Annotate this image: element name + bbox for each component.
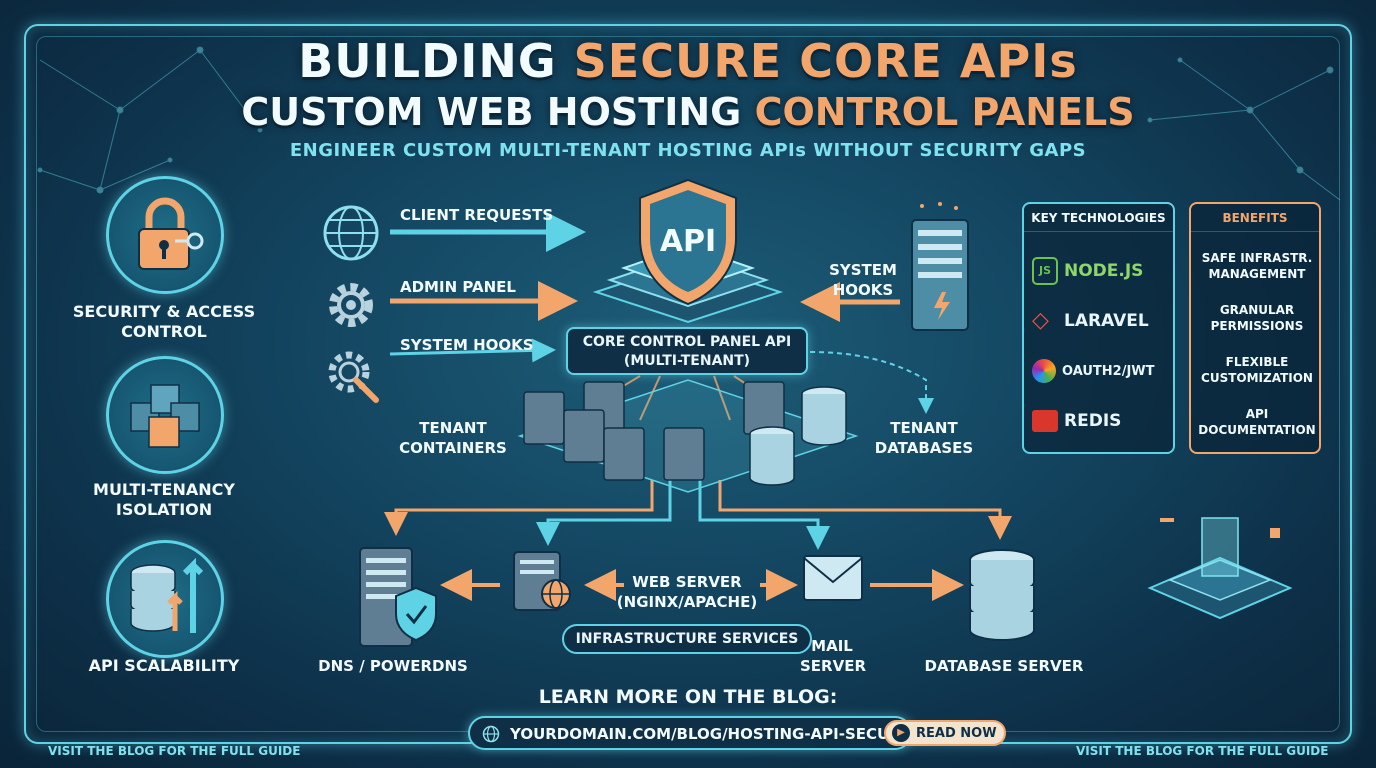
title-line-2-part-b: CONTROL PANELS [754,90,1135,134]
tech-laravel-label: LARAVEL [1064,311,1149,331]
title-line-1: BUILDING SECURE CORE APIs [0,34,1376,88]
tech-node-label: NODE.JS [1064,261,1144,281]
blog-url-bar[interactable]: YOURDOMAIN.COM/BLOG/HOSTING-API-SECURITY [468,716,927,750]
stacked-cubes-icon [130,384,200,448]
mail-icon [803,555,863,601]
nodejs-icon: JS [1032,257,1058,285]
core-api-label-line1: CORE CONTROL PANEL API [582,334,792,350]
gear-wrench-icon [328,351,379,403]
subtitle: ENGINEER CUSTOM MULTI-TENANT HOSTING API… [289,140,1087,161]
mail-server-label-line2: SERVER [800,657,867,675]
read-now-label: READ NOW [916,725,997,741]
web-server-label-line1: WEB SERVER [632,573,742,591]
key-technologies-title: KEY TECHNOLOGIES [1024,204,1173,232]
database-server-label: DATABASE SERVER [924,657,1084,675]
laravel-icon: ◇ [1032,308,1049,333]
redis-icon [1032,410,1058,432]
tech-node: JS NODE.JS [1032,256,1172,286]
title-line-1-part-a: BUILDING [298,34,557,88]
footer-right: VISIT THE BLOG FOR THE FULL GUIDE [1076,744,1329,758]
mail-server-label-line1: MAIL [811,637,853,655]
padlock-key-icon [138,197,204,270]
mail-server-label: MAIL SERVER [800,636,867,676]
core-api-box: CORE CONTROL PANEL API (MULTI-TENANT) [566,327,808,375]
scalability-feature-label: API SCALABILITY [88,656,240,675]
core-api-label-line2: (MULTI-TENANT) [623,353,751,369]
database-growth-icon [130,557,204,633]
tenant-databases-label: TENANT DATABASES [874,419,974,457]
oauth-icon [1032,359,1056,383]
dns-label: DNS / POWERDNS [318,657,468,675]
tech-oauth-label: OAUTH2/JWT [1062,363,1155,379]
benefits-title: BENEFITS [1191,204,1319,232]
tech-redis-label: REDIS [1064,411,1122,431]
api-shield-icon [639,178,737,306]
blog-url-text[interactable]: YOURDOMAIN.COM/BLOG/HOSTING-API-SECURITY [510,725,928,743]
api-shield-text: API [659,224,717,259]
multitenancy-feature-label: MULTI-TENANCY ISOLATION [93,480,235,519]
globe-small-icon [482,725,500,743]
learn-more-heading: LEARN MORE ON THE BLOG: [538,686,838,708]
client-requests-label: CLIENT REQUESTS [400,206,554,224]
system-hooks-label: SYSTEM HOOKS [400,336,534,354]
tenant-cluster [517,379,859,493]
benefit-item: SAFE INFRASTR. MANAGEMENT [1201,251,1313,281]
read-now-button[interactable]: ▶ READ NOW [884,720,1006,746]
benefit-item: GRANULAR PERMISSIONS [1210,303,1304,333]
tech-oauth: OAUTH2/JWT [1032,356,1172,386]
key-technologies-panel: KEY TECHNOLOGIES JS NODE.JS ◇ LARAVEL OA… [1022,202,1175,454]
gear-icon [329,283,373,327]
tech-redis: REDIS [1032,406,1172,436]
tenant-containers-label: TENANT CONTAINERS [399,419,507,457]
system-hooks-right-label: SYSTEM HOOKS [829,261,897,299]
admin-panel-label: ADMIN PANEL [400,278,516,296]
infrastructure-services-label: INFRASTRUCTURE SERVICES [562,624,812,654]
title-line-2-part-a: CUSTOM WEB HOSTING [241,90,742,134]
tech-laravel: ◇ LARAVEL [1032,306,1172,336]
title-line-2: CUSTOM WEB HOSTING CONTROL PANELS [0,90,1376,134]
title-line-1-part-b: SECURE CORE APIs [573,34,1078,88]
security-feature-circle [106,176,224,294]
web-server-label: WEB SERVER (NGINX/APACHE) [612,572,762,612]
database-server-icon [969,549,1035,641]
benefits-panel: BENEFITS SAFE INFRASTR. MANAGEMENT GRANU… [1189,202,1321,454]
security-feature-label: SECURITY & ACCESS CONTROL [72,302,256,341]
multitenancy-feature-circle [106,356,224,474]
server-rack-icon [911,202,969,331]
globe-icon [323,205,379,261]
web-server-label-line2: (NGINX/APACHE) [616,593,758,611]
scalability-feature-circle [106,540,224,658]
dns-server-icon [359,547,437,647]
web-server-icon [513,551,571,611]
benefit-item: FLEXIBLE CUSTOMIZATION [1201,355,1313,385]
benefit-item: API DOCUMENTATION [1198,407,1316,437]
hologram-platform [1147,517,1293,620]
chevron-right-icon: ▶ [892,724,910,742]
footer-left: VISIT THE BLOG FOR THE FULL GUIDE [48,744,301,758]
